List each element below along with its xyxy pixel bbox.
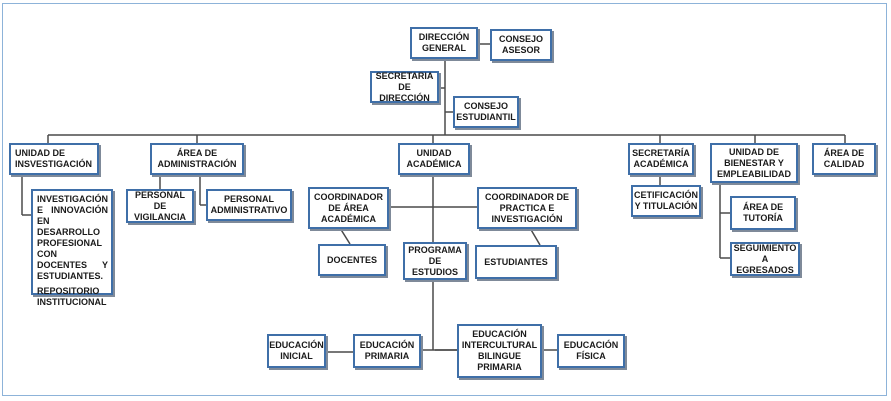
box-educacion-inicial: EDUCACIÓN INICIAL — [267, 334, 326, 368]
box-unidad-academica: UNIDAD ACADÉMICA — [398, 143, 470, 175]
box-educacion-fisica: EDUCACIÓN FÍSICA — [557, 334, 625, 368]
text-repositorio: REPOSITORIO INSTITUCIONAL — [37, 286, 107, 307]
box-unidad-investigacion: UNIDAD DE INSVESTIGACIÓN — [9, 143, 99, 175]
box-educacion-primaria: EDUCACIÓN PRIMARIA — [353, 334, 421, 368]
box-programa-estudios: PROGRAMA DE ESTUDIOS — [403, 242, 467, 280]
box-personal-vigilancia: PERSONAL DE VIGILANCIA — [126, 189, 194, 223]
box-secretaria-direccion: SECRETARIA DE DIRECCIÓN — [370, 71, 439, 103]
box-coordinador-practica: COORDINADOR DE PRACTICA E INVESTIGACIÓN — [477, 187, 577, 229]
box-seguimiento-egresados: SEGUIMIENTO A EGRESADOS — [730, 242, 800, 276]
box-area-administracion: ÁREA DE ADMINISTRACIÓN — [150, 143, 244, 175]
box-direccion-general: DIRECCIÓN GENERAL — [410, 27, 478, 59]
box-investigacion-innovacion: INVESTIGACIÓN E INNOVACIÓN EN DESARROLLO… — [31, 189, 113, 307]
line-coord-area-docentes — [339, 227, 351, 245]
box-consejo-asesor: CONSEJO ASESOR — [490, 29, 552, 61]
box-certificacion: CETIFICACIÓN Y TITULACIÓN — [631, 185, 701, 217]
box-secretaria-academica: SECRETARÍA ACADÉMICA — [628, 143, 694, 175]
text-investigacion-innovacion: INVESTIGACIÓN E INNOVACIÓN EN DESARROLLO… — [37, 194, 109, 281]
line-coord-practica-estudiantes — [529, 227, 541, 246]
box-coordinador-area: COORDINADOR DE ÁREA ACADÉMICA — [308, 187, 389, 229]
box-unidad-bienestar: UNIDAD DE BIENESTAR Y EMPLEABILIDAD — [710, 143, 798, 183]
box-docentes: DOCENTES — [318, 244, 386, 276]
box-estudiantes: ESTUDIANTES — [475, 245, 557, 279]
box-personal-administrativo: PERSONAL ADMINISTRATIVO — [206, 189, 292, 221]
box-area-calidad: ÁREA DE CALIDAD — [812, 143, 876, 175]
box-consejo-estudiantil: CONSEJO ESTUDIANTIL — [453, 96, 519, 128]
box-area-tutoria: ÁREA DE TUTORÍA — [730, 196, 796, 230]
box-educacion-intercultural: EDUCACIÓN INTERCULTURAL BILINGUE PRIMARI… — [457, 324, 542, 378]
